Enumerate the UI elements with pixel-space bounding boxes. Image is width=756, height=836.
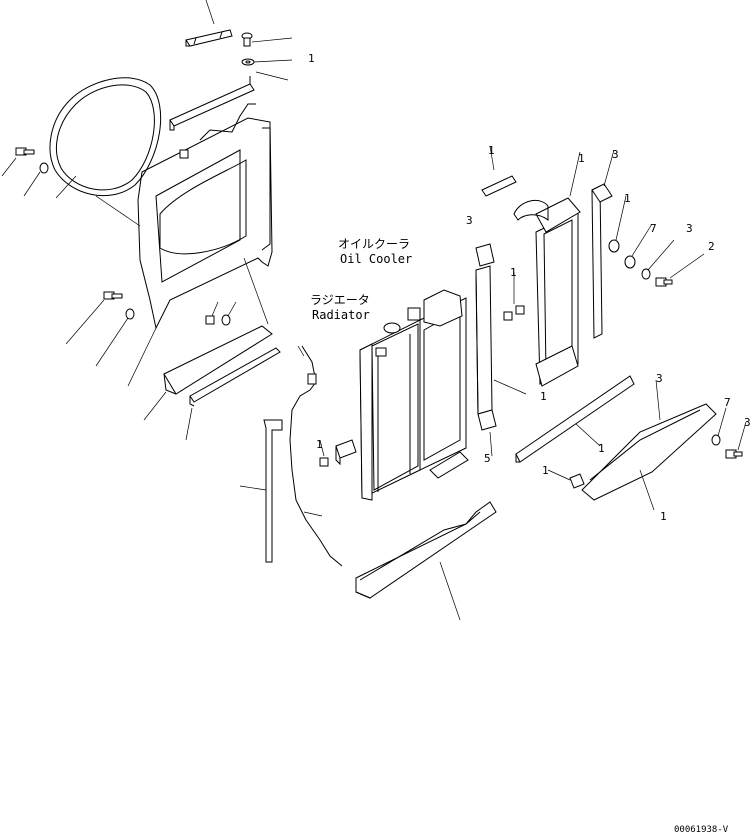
washer-right-2 [624,223,653,269]
bolt-right [655,253,705,287]
leader [95,195,141,227]
callout-label: 3 [612,148,619,161]
leader [493,379,527,395]
leader [127,327,157,387]
small-block-right [547,469,585,489]
callout-label: 1 [598,442,605,455]
bottom-seal-u [355,501,497,621]
radiator-core [359,289,469,501]
washer-top [241,58,293,66]
callout-label: 1 [624,192,631,205]
small-cube-2 [513,272,525,315]
washer-left-upper [23,162,49,197]
leader [569,151,581,197]
bolt-top [241,32,293,47]
callout-label: 1 [542,464,549,477]
callout-label: 7 [650,222,657,235]
washer-right-1 [608,195,627,253]
callout-label: 3 [466,214,473,227]
mid-tall-seal [475,265,493,415]
bolt-left-lower [65,291,123,345]
mid-cap [475,243,495,267]
callout-label: 2 [708,240,715,253]
rubber-cube [319,439,329,467]
rubber-block [335,439,357,466]
callout-label: 1 [308,52,315,65]
oil-cooler-side-seal [591,149,615,339]
oil-cooler-caption-en: Oil Cooler [340,252,412,266]
callout-label: 1 [316,438,323,451]
callout-label: 3 [656,372,663,385]
washer-center [221,301,237,326]
callout-label: 7 [724,396,731,409]
washer-right-3 [641,239,675,280]
callout-label: 1 [660,510,667,523]
stay-bracket [169,71,289,131]
left-tall-seal [239,419,283,563]
callout-label: 1 [488,144,495,157]
callout-label: 5 [484,452,491,465]
right-shroud-plate [581,379,717,511]
top-bracket [185,0,233,47]
leader [55,175,77,199]
nut-center [205,301,219,325]
washer-left-lower [95,308,135,367]
mid-lower-block [477,409,497,457]
fan-shroud [137,103,273,330]
radiator-caption-jp: ラジエータ [310,293,370,307]
oil-cooler-caption-jp: オイルクーラ [338,237,410,251]
callout-label: 3 [686,222,693,235]
drawing-code: 00061938-V [674,825,729,835]
bolt-right-lower [725,421,747,459]
bolt-left-upper [1,147,35,177]
callout-label: 1 [578,152,585,165]
washer-right-lower [711,407,727,446]
callout-label: 1 [540,390,547,403]
callout-label: 3 [744,416,751,429]
radiator-caption-en: Radiator [312,308,370,322]
lower-seal-plate [143,257,273,421]
fan-guard-ring [49,77,162,197]
oil-cooler [513,197,581,387]
lower-rubber-strip [185,347,281,441]
sensor-wire [289,345,343,567]
oil-cooler-top-strip [481,145,517,197]
small-cube-1 [503,311,513,321]
long-diagonal-seal [515,375,635,463]
callout-label: 1 [510,266,517,279]
